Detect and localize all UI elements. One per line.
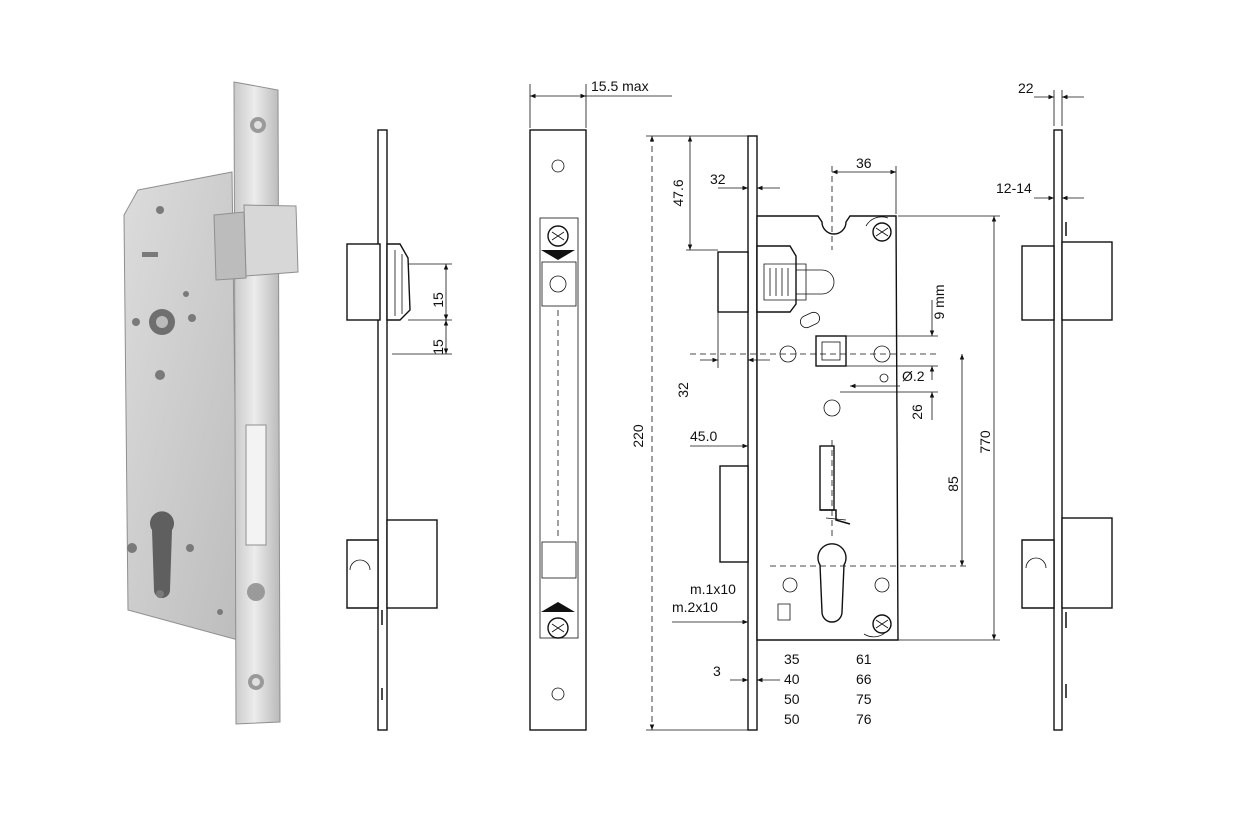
dim-latch-projection: 32 <box>710 171 726 187</box>
dim-front-offset: 3 <box>713 663 721 679</box>
dim-latch-gap-a: 15 <box>430 292 446 308</box>
table-col2-row3: 75 <box>856 691 872 707</box>
dim-follower-gap: 26 <box>909 404 925 420</box>
backset-table: 35 40 50 50 61 66 75 76 <box>784 651 872 727</box>
dim-door-thickness: 12-14 <box>996 180 1032 196</box>
dim-latch-gap-b: 15 <box>430 339 446 355</box>
dim-case-height: 770 <box>977 430 993 454</box>
side-view-right <box>1021 90 1113 731</box>
table-col2-row1: 61 <box>856 651 872 667</box>
dim-follower: 9 mm <box>931 285 947 320</box>
dim-total-length: 220 <box>630 424 646 448</box>
dim-faceplate-thickness: 15.5 max <box>591 78 649 94</box>
dim-latch-offset-top: 47.6 <box>670 179 686 206</box>
dim-spindle-dia: Ø.2 <box>902 368 925 384</box>
faceplate-front-view <box>529 84 672 731</box>
table-col1-row3: 50 <box>784 691 800 707</box>
dim-right-width: 22 <box>1018 80 1034 96</box>
dim-screw-b: m.2x10 <box>672 599 718 615</box>
table-col2-row4: 76 <box>856 711 872 727</box>
dim-spindle-offset: 32 <box>675 382 691 398</box>
table-col1-row4: 50 <box>784 711 800 727</box>
mortise-lock-photo-icon <box>123 81 299 725</box>
table-col2-row2: 66 <box>856 671 872 687</box>
dim-center-distance: 85 <box>945 476 961 492</box>
dim-backset-width: 36 <box>856 155 872 171</box>
side-view-latch <box>346 129 452 731</box>
dim-bolt-throw: 45.0 <box>690 428 717 444</box>
table-col1-row1: 35 <box>784 651 800 667</box>
table-col1-row2: 40 <box>784 671 800 687</box>
lock-case-section-view <box>646 135 1000 731</box>
dim-screw-a: m.1x10 <box>690 581 736 597</box>
